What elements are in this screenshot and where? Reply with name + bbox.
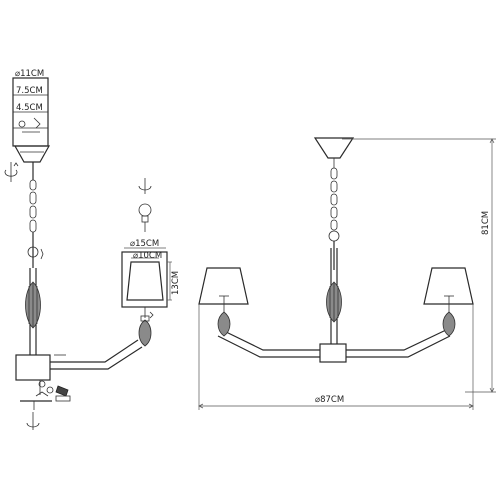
side-view-stem	[25, 268, 41, 355]
height-dimension: 81CM	[342, 138, 496, 393]
shade-detail: ⌀15CM ⌀10CM 13CM	[121, 239, 181, 308]
rotate-arrow-icon-bottom	[26, 412, 40, 430]
shade-height-label: 13CM	[171, 271, 181, 295]
front-view-chain	[328, 167, 340, 270]
height-label: 81CM	[481, 211, 491, 235]
diameter-dimension: ⌀87CM	[198, 304, 474, 410]
front-view-right-arm	[346, 329, 451, 358]
rotate-arrow-icon	[4, 162, 19, 182]
shade-bottom-diameter-label: ⌀15CM	[130, 239, 159, 249]
bulb-icon	[138, 203, 152, 232]
canopy-detail: ⌀11CM 7.5CM 4.5CM	[12, 69, 49, 147]
canopy-diameter-label: ⌀11CM	[15, 69, 44, 79]
front-view-left-arm	[217, 329, 320, 358]
shade-socket-detail	[138, 307, 154, 347]
canopy-dim-2-label: 4.5CM	[16, 103, 43, 113]
front-view-stem	[326, 248, 342, 344]
shade-top-diameter-label: ⌀10CM	[133, 251, 162, 261]
front-view-canopy	[313, 137, 355, 168]
diameter-label: ⌀87CM	[315, 395, 344, 405]
canopy-cup	[13, 145, 51, 163]
canopy-dim-1-label: 7.5CM	[16, 86, 43, 96]
left-lamp	[198, 267, 249, 337]
front-view-hub	[319, 343, 347, 363]
rotate-arrow-icon-top	[138, 178, 152, 194]
right-lamp	[423, 267, 474, 337]
screw-detail	[20, 380, 71, 410]
side-view-hub-and-arm	[15, 339, 143, 395]
side-view-chain	[27, 162, 44, 268]
